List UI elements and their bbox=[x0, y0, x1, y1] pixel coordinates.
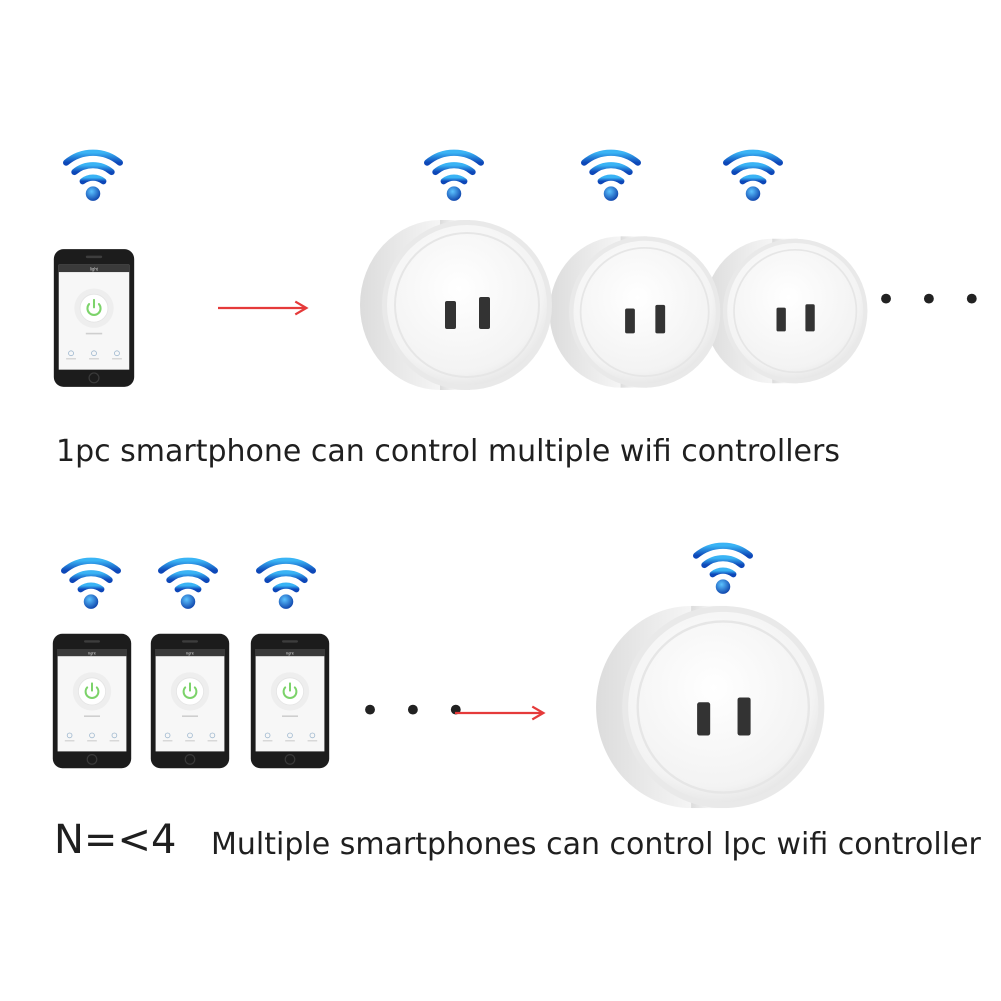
smart-plug bbox=[700, 222, 870, 400]
smartphone bbox=[150, 622, 230, 780]
arrow-icon bbox=[218, 298, 310, 318]
wifi-icon bbox=[62, 142, 124, 204]
wifi-icon bbox=[580, 142, 642, 204]
smart-plug bbox=[590, 600, 828, 814]
smartphone bbox=[250, 622, 330, 780]
smart-plug bbox=[545, 222, 723, 402]
smartphone bbox=[52, 622, 132, 780]
smart-plug bbox=[355, 215, 555, 395]
top-caption: 1pc smartphone can control multiple wifi… bbox=[56, 434, 840, 469]
bottom-caption: Multiple smartphones can control lpc wif… bbox=[211, 827, 981, 862]
wifi-icon bbox=[692, 535, 754, 597]
ellipsis: • • • bbox=[876, 280, 988, 320]
arrow-icon bbox=[455, 703, 547, 723]
smartphone bbox=[53, 238, 135, 398]
wifi-icon bbox=[157, 550, 219, 612]
wifi-icon bbox=[722, 142, 784, 204]
ellipsis: • • • bbox=[360, 691, 472, 731]
wifi-icon bbox=[60, 550, 122, 612]
wifi-icon bbox=[423, 142, 485, 204]
device-count-label: N=<4 bbox=[54, 817, 177, 863]
wifi-icon bbox=[255, 550, 317, 612]
